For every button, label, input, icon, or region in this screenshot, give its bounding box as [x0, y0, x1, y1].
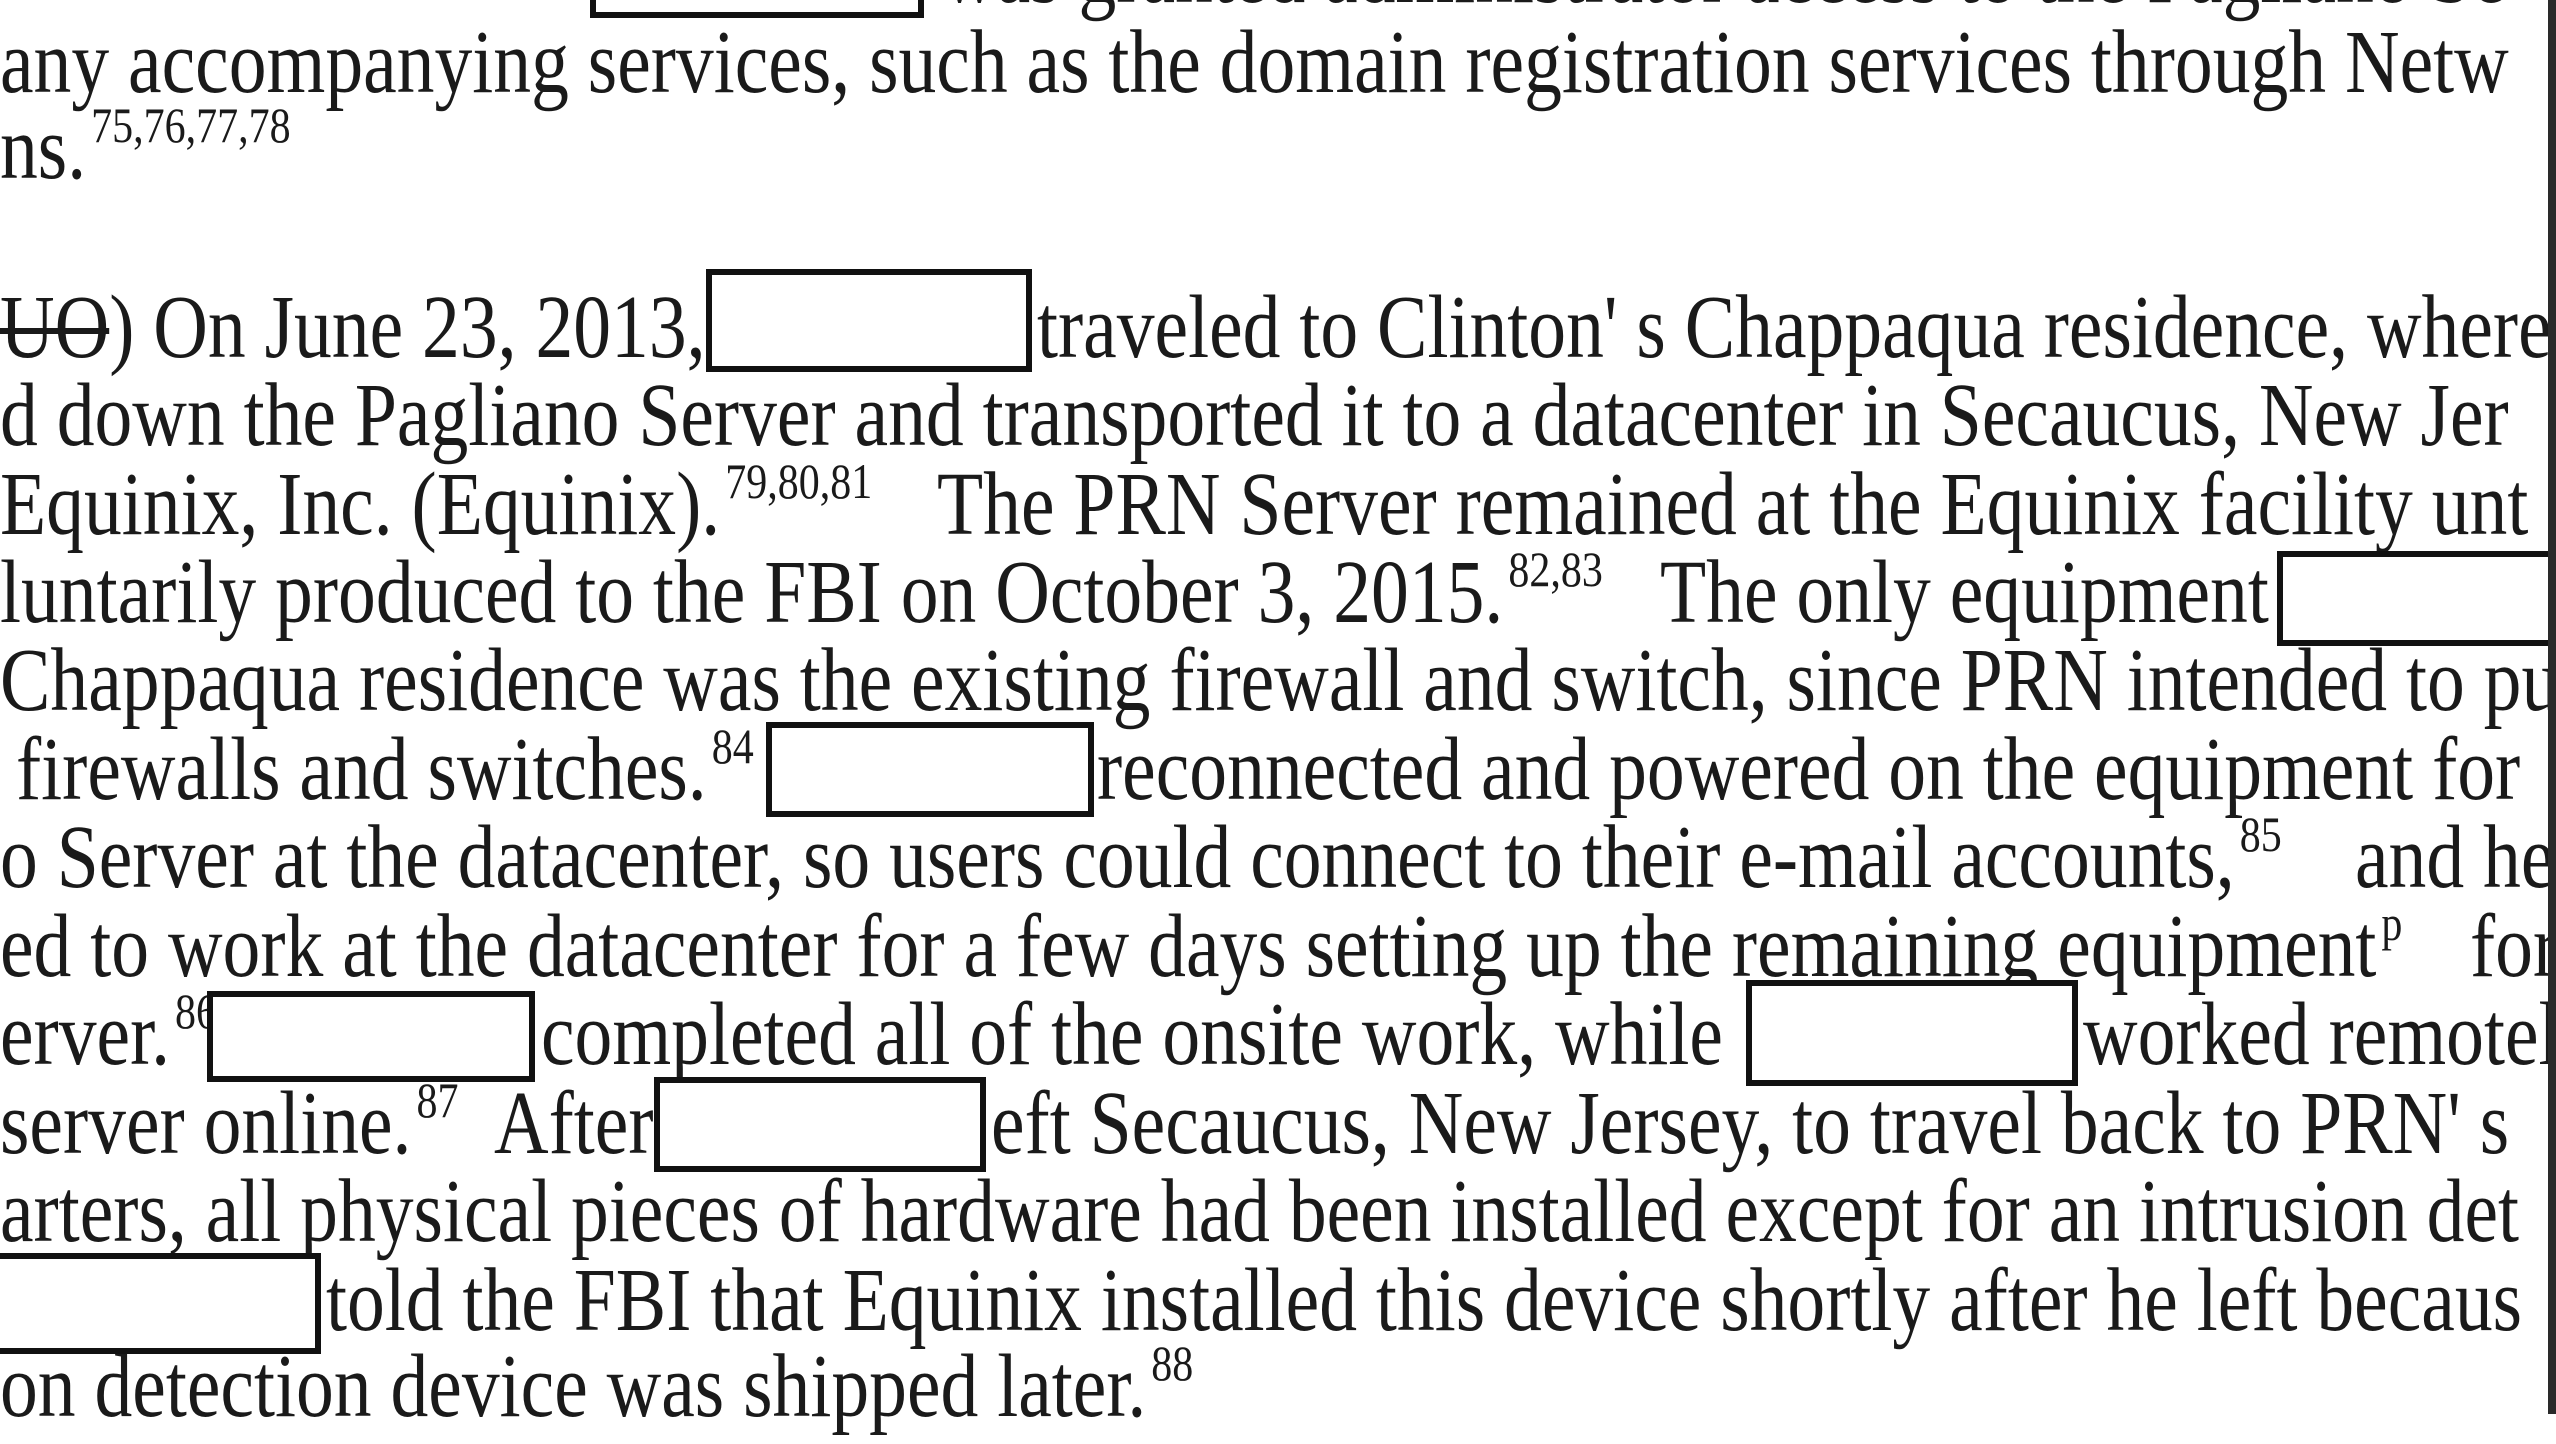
body-text: d down the Pagliano Server and transport… [0, 366, 2509, 465]
body-text: Equinix, Inc. (Equinix). [0, 455, 721, 554]
body-text: ) On June 23, 2013, [109, 278, 706, 377]
text-line-segment: arters, all physical pieces of hardware … [0, 1167, 2519, 1257]
redaction-box [654, 1077, 986, 1172]
text-line-segment: on detection device was shipped later.88 [0, 1335, 1193, 1444]
footnote-reference: p [2381, 895, 2403, 951]
text-line-segment: was granted administrator access to the … [942, 0, 2506, 18]
text-line-segment: completed all of the onsite work, while [541, 990, 1723, 1080]
text-line-segment: any accompanying services, such as the d… [0, 18, 2509, 108]
body-text: ed to work at the datacenter for a few d… [0, 897, 2377, 996]
redaction-box [766, 722, 1094, 817]
redaction-box [590, 0, 924, 18]
body-text: for [2470, 897, 2556, 996]
body-text: The PRN Server remained at the Equinix f… [937, 455, 2529, 554]
text-line-segment: traveled to Clinton' s Chappaqua residen… [1037, 283, 2552, 373]
redaction-box [1746, 980, 2078, 1086]
text-line-segment: eft Secaucus, New Jersey, to travel back… [991, 1079, 2509, 1169]
body-text: traveled to Clinton' s Chappaqua residen… [1037, 278, 2552, 377]
footnote-reference: 79,80,81 [725, 453, 873, 509]
redaction-box [706, 269, 1032, 372]
text-line-segment: ns.75,76,77,78 [0, 97, 291, 206]
text-line-segment: firewalls and switches.84 [16, 718, 754, 827]
screen-edge-bar [2548, 0, 2556, 1414]
body-text: worked remotel [2083, 985, 2556, 1084]
text-line-segment: UO) On June 23, 2013, [0, 283, 706, 373]
text-line-segment: After [494, 1079, 654, 1169]
text-line-segment: reconnected and powered on the equipment… [1097, 725, 2520, 815]
body-text: erver. [0, 985, 170, 1084]
body-text: arters, all physical pieces of hardware … [0, 1162, 2520, 1261]
redaction-box [207, 991, 535, 1082]
body-text: luntarily produced to the FBI on October… [0, 543, 1504, 642]
footnote-reference: 85 [2239, 806, 2282, 862]
body-text: Chappaqua residence was the existing fir… [0, 631, 2556, 730]
text-line-segment: Chappaqua residence was the existing fir… [0, 636, 2556, 726]
body-text: eft Secaucus, New Jersey, to travel back… [991, 1074, 2510, 1173]
text-line-segment: and he [2355, 813, 2554, 903]
text-line-segment: worked remotel [2083, 990, 2556, 1080]
body-text: o Server at the datacenter, so users cou… [0, 808, 2235, 907]
text-line-segment: for [2470, 902, 2556, 992]
classification-marking: UO [0, 278, 110, 377]
text-line-segment: luntarily produced to the FBI on October… [0, 541, 1603, 650]
footnote-reference: 84 [711, 718, 754, 774]
footnote-reference: 75,76,77,78 [91, 97, 291, 153]
body-text: completed all of the onsite work, while [541, 985, 1723, 1084]
text-line-segment: ed to work at the datacenter for a few d… [0, 895, 2402, 1004]
body-text: ns. [0, 99, 87, 198]
body-text: and he [2355, 808, 2555, 907]
body-text: After [494, 1074, 654, 1173]
footnote-reference: 88 [1151, 1335, 1194, 1391]
body-text: The only equipment [1660, 543, 2269, 642]
redaction-box [2277, 551, 2556, 646]
text-line-segment: told the FBI that Equinix installed this… [326, 1256, 2522, 1346]
text-line-segment: The PRN Server remained at the Equinix f… [937, 460, 2528, 550]
body-text: any accompanying services, such as the d… [0, 13, 2509, 112]
text-line-segment: Equinix, Inc. (Equinix).79,80,81 [0, 453, 872, 562]
body-text: was granted administrator access to the … [942, 0, 2506, 22]
text-line-segment: The only equipment [1660, 548, 2269, 638]
body-text: told the FBI that Equinix installed this… [326, 1251, 2523, 1350]
body-text: reconnected and powered on the equipment… [1097, 720, 2521, 819]
redaction-box [0, 1253, 321, 1354]
text-line-segment: d down the Pagliano Server and transport… [0, 371, 2509, 461]
body-text: firewalls and switches. [16, 720, 707, 819]
text-line-segment: o Server at the datacenter, so users cou… [0, 806, 2282, 915]
text-line-segment: server online.87 [0, 1072, 458, 1181]
body-text: server online. [0, 1074, 412, 1173]
footnote-reference: 82,83 [1508, 541, 1603, 597]
